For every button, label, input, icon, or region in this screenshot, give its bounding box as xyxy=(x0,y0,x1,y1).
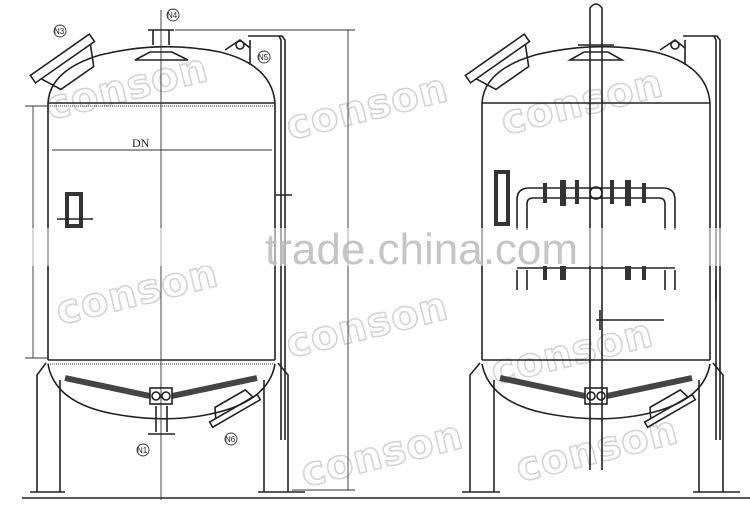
label-n3: N3 xyxy=(53,24,67,38)
label-n4: N4 xyxy=(166,8,180,22)
brand-watermark: conson xyxy=(41,45,213,130)
svg-text:N3: N3 xyxy=(54,27,65,36)
left-top-dome xyxy=(47,45,276,104)
left-tank: DN N3 N4 N5 N1 N6 xyxy=(25,8,355,500)
label-n6: N6 xyxy=(224,432,238,446)
svg-text:N1: N1 xyxy=(137,446,148,455)
right-top-dome xyxy=(481,45,711,104)
diameter-label: DN xyxy=(132,136,150,150)
center-pipe xyxy=(589,3,603,470)
pipe-manifold xyxy=(516,187,676,230)
nozzle-n4 xyxy=(134,29,189,61)
brand-watermark: conson xyxy=(511,407,683,492)
manway-n3 xyxy=(29,33,96,91)
label-n5: N5 xyxy=(257,50,271,64)
right-tank xyxy=(462,3,740,493)
svg-text:N4: N4 xyxy=(167,11,178,20)
site-watermark: trade.china.com xyxy=(265,225,578,274)
brand-watermark: conson xyxy=(281,283,453,368)
heating-coil xyxy=(64,375,151,399)
brand-watermark: conson xyxy=(296,412,468,497)
manifold-valves xyxy=(543,180,646,280)
label-n1: N1 xyxy=(136,443,150,457)
nozzle-n1 xyxy=(148,406,175,435)
brand-watermark: conson xyxy=(281,65,453,150)
left-leg xyxy=(36,362,61,492)
nozzle-n6 xyxy=(208,388,262,429)
svg-text:N5: N5 xyxy=(258,53,269,62)
svg-text:N6: N6 xyxy=(225,435,236,444)
